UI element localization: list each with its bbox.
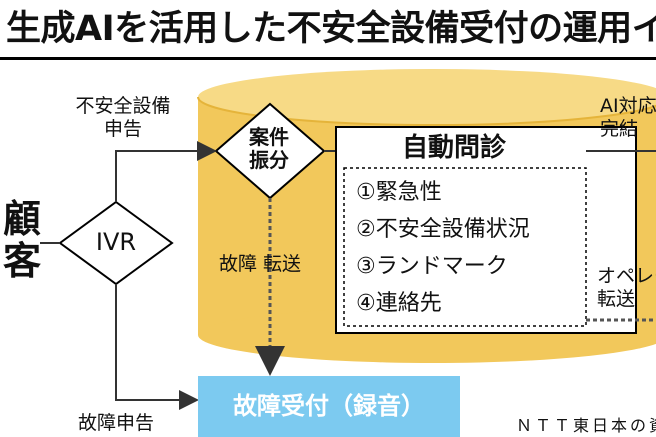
inquiry-item: ②不安全設備状況 [356, 217, 530, 242]
inquiry-item: ①緊急性 [356, 180, 442, 205]
operator-transfer-line2: 転送 [597, 288, 636, 310]
inquiry-item: ④連絡先 [356, 291, 442, 316]
unsafe-report-label: 不安全設備 申告 [58, 95, 188, 141]
fault-reception-box: 故障受付（録音） [198, 376, 460, 437]
inquiry-items-dashed-box [343, 167, 587, 327]
fault-report-arrow [115, 284, 199, 410]
case-routing-line2: 振分 [249, 148, 289, 172]
ai-complete-line2: 完結 [600, 118, 639, 140]
customer-text: 顧客 [2, 197, 41, 283]
unsafe-report-line1: 不安全設備 [75, 95, 171, 117]
ai-complete-label: AI対応 完結 [600, 95, 656, 141]
customer-label: 顧客 [0, 198, 44, 282]
unsafe-report-line2: 申告 [103, 118, 142, 140]
ai-complete-line1: AI対応 [600, 95, 656, 117]
case-routing-label: 案件 振分 [226, 126, 312, 172]
unsafe-report-arrow [115, 141, 217, 202]
case-routing-line1: 案件 [249, 125, 289, 149]
source-note: ＮＴＴ東日本の資料から [516, 416, 656, 435]
auto-inquiry-title: 自動問診 [402, 133, 507, 163]
operator-transfer-line1: オペレーター [597, 265, 656, 287]
title-divider [0, 57, 656, 60]
fault-transfer-label: 故障 転送 [219, 253, 302, 275]
inquiry-item: ③ランドマーク [356, 254, 508, 279]
ivr-label: IVR [95, 228, 137, 256]
operator-transfer-label: オペレーター 転送 [597, 265, 656, 311]
diagram-title: 生成AIを活用した不安全設備受付の運用イメージ [6, 9, 656, 49]
fault-report-label: 故障申告 [78, 412, 155, 434]
